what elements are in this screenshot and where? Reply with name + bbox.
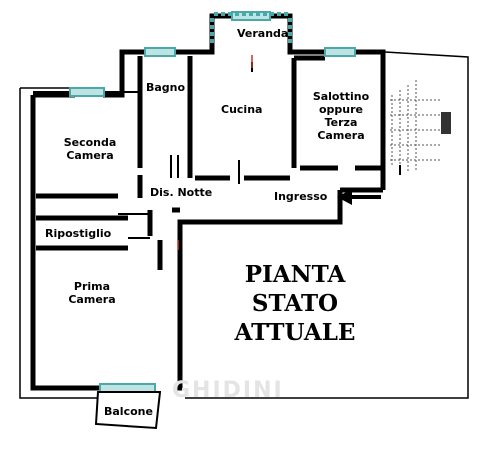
window-salottino [324,47,356,57]
door-marks [177,55,253,250]
walls [30,13,386,391]
title-line-2: STATO [251,290,339,317]
window-bagno [144,47,176,57]
veranda-dashed-windows [210,12,292,46]
room-label-veranda: Veranda [237,27,289,40]
room-label-ingresso: Ingresso [274,190,328,203]
salottino-line-3: Terza [324,116,358,129]
title-line-1: PIANTA [244,261,346,288]
room-label-bagno: Bagno [146,81,186,94]
balcone-outline [94,391,162,430]
entrance-arrow [337,189,381,205]
room-label-cucina: Cucina [221,103,263,116]
outer-boundary [19,51,469,399]
salottino-line-4: Camera [317,129,365,142]
salottino-line-1: Salottino [312,90,370,103]
stair-post [441,112,451,134]
seconda-line-2: Camera [66,149,114,162]
salottino-line-2: oppure [318,103,364,116]
room-label-ripostiglio: Ripostiglio [45,227,112,240]
window-balcone [99,383,156,393]
room-label-dis-notte: Dis. Notte [150,186,213,199]
watermark: GHIDINI [172,378,284,403]
room-label-salottino: Salottino oppure Terza Camera [306,90,376,142]
room-label-seconda-camera: Seconda Camera [58,136,122,162]
title-line-3: ATTUALE [234,319,356,346]
window-seconda-camera [69,87,105,97]
room-label-balcone: Balcone [104,405,153,418]
stairs [390,80,440,172]
prima-line-1: Prima [73,280,111,293]
plan-title: PIANTA STATO ATTUALE [230,262,360,346]
prima-line-2: Camera [68,293,116,306]
room-label-prima-camera: Prima Camera [60,280,124,306]
seconda-line-1: Seconda [63,136,117,149]
